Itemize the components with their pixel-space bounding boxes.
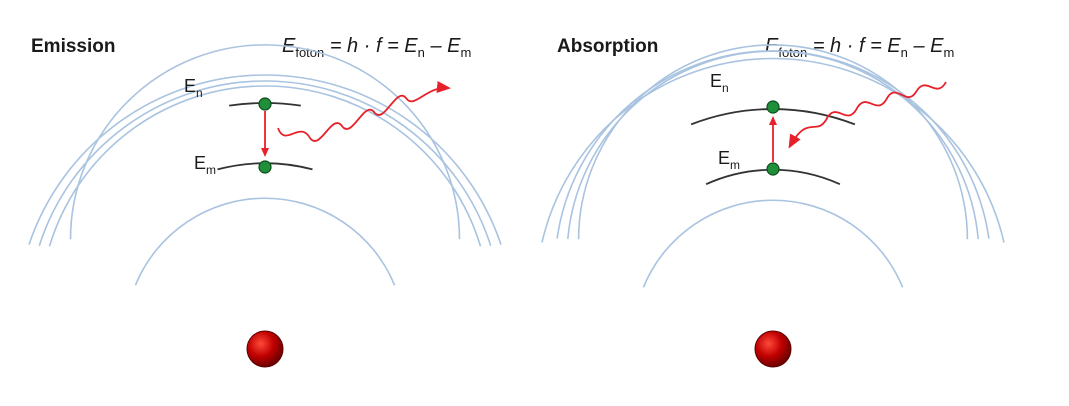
shell-5 <box>541 57 1005 243</box>
level-m-label: Em <box>194 153 216 177</box>
nucleus <box>754 330 792 368</box>
shell-5 <box>28 74 502 245</box>
level-n-label: En <box>710 71 729 95</box>
absorption-panel: Absorption Efoton = h · f = En – Em En E… <box>541 35 1005 368</box>
panel-title: Emission <box>31 36 115 57</box>
shell-2 <box>69 44 461 240</box>
level-n-label: En <box>184 76 203 100</box>
energy-formula: Efoton = h · f = En – Em <box>765 35 954 60</box>
shell-4 <box>556 50 990 239</box>
electron-lower <box>258 160 272 174</box>
electron-upper <box>766 100 780 114</box>
energy-formula: Efoton = h · f = En – Em <box>282 35 471 60</box>
nucleus <box>246 330 284 368</box>
shell-1 <box>642 199 904 288</box>
level-m-label: Em <box>718 148 740 172</box>
shell-3 <box>48 85 482 247</box>
shell-1 <box>134 197 396 286</box>
panel-title: Absorption <box>557 36 658 57</box>
shell-4 <box>38 80 492 246</box>
shell-2 <box>577 44 969 240</box>
orbit-shells <box>28 44 502 286</box>
electron-upper <box>258 97 272 111</box>
emitted-photon-wave <box>277 81 451 142</box>
orbit-shells <box>541 44 1005 288</box>
absorbed-photon-wave <box>788 81 947 149</box>
electron-lower <box>766 162 780 176</box>
emission-panel: Emission Efoton = h · f = En – Em En Em <box>28 35 502 368</box>
